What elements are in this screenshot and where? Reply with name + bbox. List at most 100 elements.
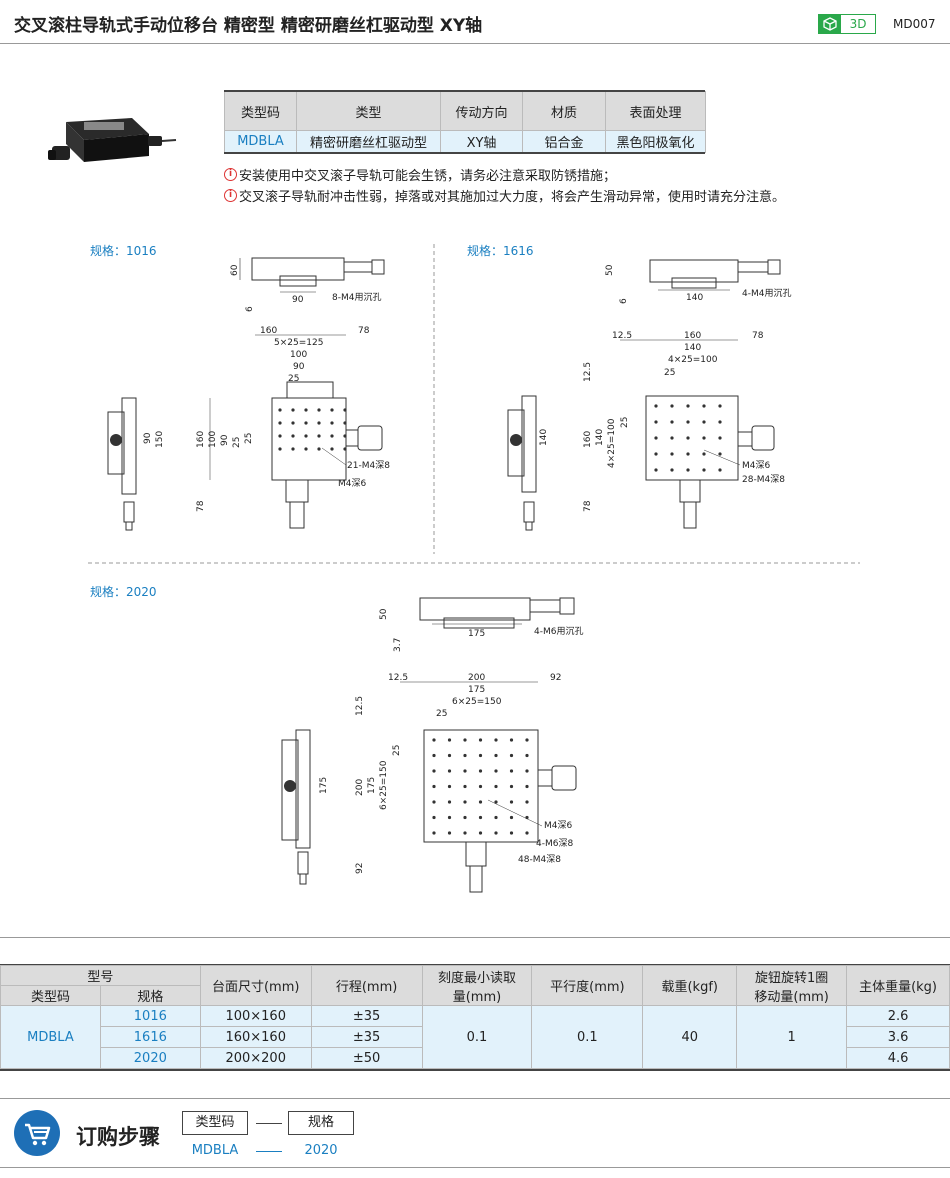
weight-cell: 4.6 — [846, 1047, 950, 1069]
mount-hole — [463, 769, 467, 773]
mount-hole — [447, 738, 452, 742]
dim-text: 200 — [355, 779, 365, 796]
mount-hole — [278, 434, 282, 438]
product-code: MD007 — [893, 17, 936, 31]
scale-cell: 0.1 — [421, 1005, 533, 1069]
dim-text: 140 — [684, 343, 701, 353]
dim-text: 25 — [436, 709, 447, 719]
page-header: 交叉滚柱导轨式手动位移台 精密型 精密研磨丝杠驱动型 XY轴 3D MD007 — [0, 0, 950, 44]
dim-text: 28-M4深8 — [742, 474, 785, 485]
group-header: 型号 — [0, 965, 201, 986]
mount-hole — [509, 831, 514, 835]
spec-value-cell: 2020 — [99, 1047, 201, 1069]
mount-hole — [686, 452, 690, 456]
drawing-1016: 60 6 90 8-M4用沉孔 160 78 5×25=125 100 90 2… — [107, 257, 390, 531]
spec-value-cell: 1616 — [99, 1026, 201, 1048]
mount-hole — [317, 447, 321, 451]
mount-hole — [291, 447, 295, 451]
stroke-cell: ±35 — [310, 1026, 423, 1048]
spec-header: 类型 — [296, 91, 441, 131]
mount-hole — [702, 468, 706, 472]
mount-hole — [432, 753, 436, 758]
mount-hole — [509, 784, 514, 789]
dim-text: 6 — [619, 298, 629, 304]
dim-text: 48-M4深8 — [518, 854, 561, 865]
mount-hole — [718, 420, 722, 424]
mount-hole — [654, 404, 658, 408]
dim-text: 90 — [293, 362, 305, 372]
mount-hole — [317, 408, 321, 412]
mount-hole — [330, 421, 334, 425]
dim-text: 4-M6用沉孔 — [534, 626, 583, 637]
dim-text: 6 — [245, 306, 255, 312]
mount-hole — [447, 800, 452, 804]
dim-text: 4-M4用沉孔 — [742, 288, 791, 299]
mount-hole — [670, 404, 674, 408]
mount-hole — [432, 815, 436, 820]
note-item: i 交叉滚子导轨耐冲击性弱，掉落或对其施加过大力度，将会产生滑动异常，使用时请充… — [224, 186, 785, 205]
value-spec: 2020 — [304, 1143, 338, 1158]
spec-value-cell: 1016 — [99, 1005, 201, 1027]
spec-cell: 精密研磨丝杠驱动型 — [296, 130, 441, 153]
note-item: i 安装使用中交叉滚子导轨可能会生锈，请务必注意采取防锈措施； — [224, 165, 616, 184]
mount-hole — [718, 452, 722, 456]
dim-text: 4×25=100 — [668, 355, 718, 365]
mount-hole — [509, 769, 514, 773]
warning-icon: i — [224, 168, 237, 181]
mount-hole — [432, 784, 436, 789]
dim-text: 78 — [196, 500, 206, 512]
mount-hole — [494, 800, 498, 804]
mount-hole — [509, 738, 514, 742]
mount-hole — [478, 815, 483, 820]
mount-hole — [343, 421, 347, 425]
mount-hole — [463, 831, 467, 835]
dim-text: 150 — [155, 431, 165, 448]
mount-hole — [525, 815, 529, 820]
dim-text: 12.5 — [612, 331, 632, 341]
mount-hole — [478, 784, 483, 789]
mount-hole — [478, 800, 483, 804]
dim-text: 60 — [230, 264, 240, 276]
data-header: 台面尺寸(mm) — [199, 965, 312, 1006]
dim-text: 12.5 — [388, 673, 408, 683]
mount-hole — [478, 738, 483, 742]
size-cell: 100×160 — [199, 1005, 312, 1027]
mount-hole — [278, 421, 282, 425]
dim-text: M4深6 — [742, 460, 770, 471]
spec-header: 表面处理 — [605, 91, 706, 131]
weight-cell: 2.6 — [846, 1005, 950, 1027]
data-header: 旋钮旋转1圈移动量(mm) — [736, 965, 848, 1006]
mount-hole — [330, 408, 334, 412]
mount-hole — [463, 753, 467, 758]
mount-hole — [463, 784, 467, 789]
spec-cell: 黑色阳极氧化 — [605, 130, 706, 153]
mount-hole — [432, 831, 436, 835]
mount-hole — [343, 434, 347, 438]
mount-hole — [317, 434, 321, 438]
cart-icon — [14, 1110, 60, 1156]
dim-text: 175 — [367, 777, 377, 794]
spec-header: 材质 — [522, 91, 606, 131]
data-header: 主体重量(kg) — [846, 965, 950, 1006]
mount-hole — [718, 404, 722, 408]
3d-model-button[interactable]: 3D — [818, 14, 876, 34]
dim-text: 50 — [379, 608, 389, 620]
sub-header: 类型码 — [0, 985, 101, 1006]
mount-hole — [463, 800, 467, 804]
note-text: 交叉滚子导轨耐冲击性弱，掉落或对其施加过大力度，将会产生滑动异常，使用时请充分注… — [239, 190, 786, 205]
mount-hole — [291, 408, 295, 412]
mount-hole — [525, 784, 529, 789]
size-cell: 160×160 — [199, 1026, 312, 1048]
dim-text: 21-M4深8 — [347, 460, 390, 471]
dim-text: 25 — [244, 433, 254, 444]
dim-text: 160 — [684, 331, 701, 341]
mount-hole — [686, 436, 690, 440]
dim-text: 25 — [392, 745, 402, 756]
dim-text: 160 — [583, 431, 593, 448]
mount-hole — [494, 753, 498, 758]
mount-hole — [447, 831, 452, 835]
dim-text: 25 — [232, 437, 242, 448]
dim-text: 78 — [583, 500, 593, 512]
mount-hole — [686, 404, 690, 408]
weight-cell: 3.6 — [846, 1026, 950, 1048]
